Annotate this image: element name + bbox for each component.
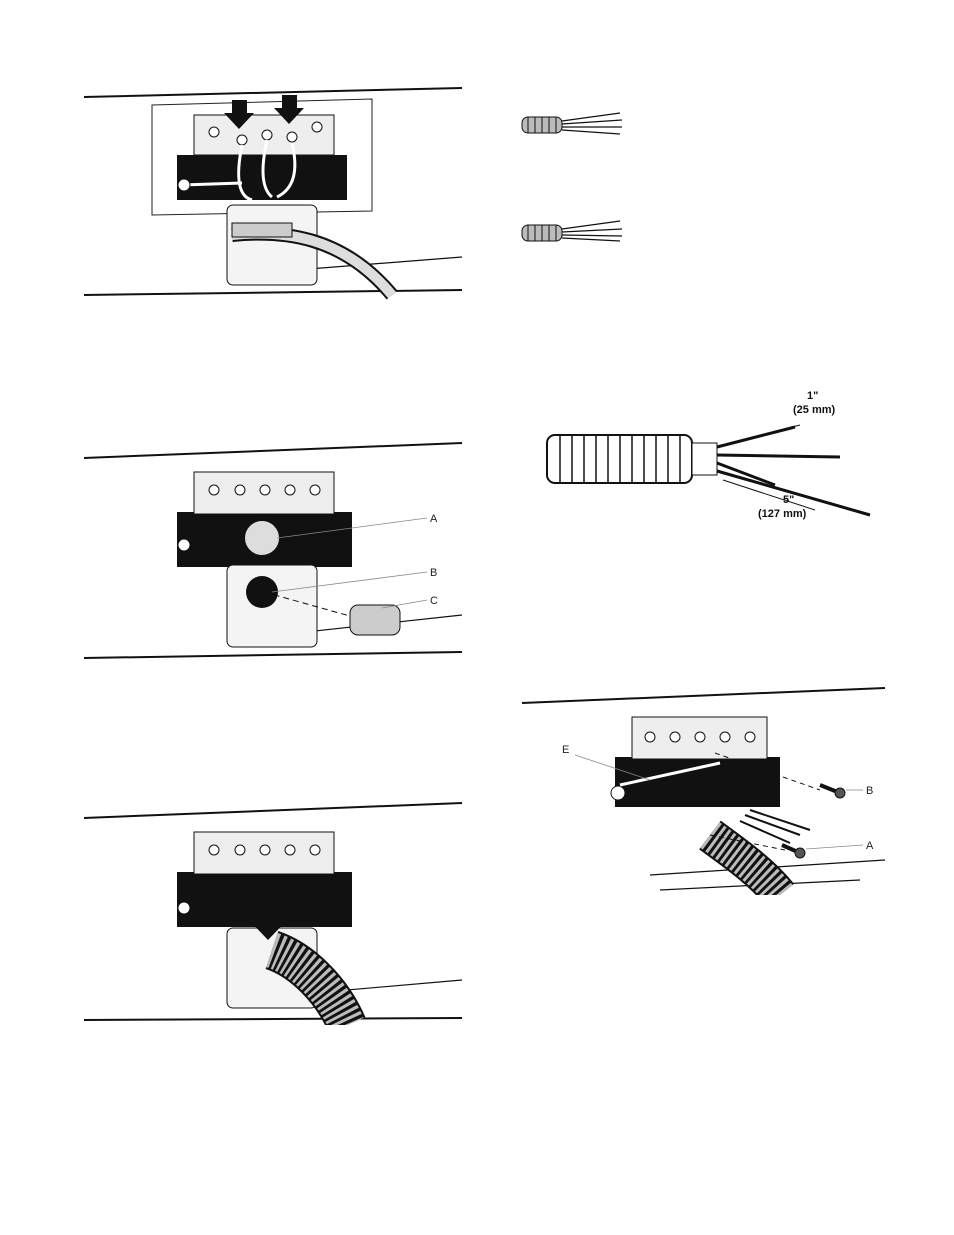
label-b: B [866, 785, 873, 797]
figure-conduit-install [82, 800, 467, 1025]
figure-strip-dimensions: 1" (25 mm) 5" (127 mm) [545, 385, 880, 545]
label-e: E [562, 744, 569, 756]
wire-end-lower [521, 220, 623, 242]
figure-terminal-block-wired [82, 85, 467, 300]
terminal-screws [208, 121, 323, 146]
dim-5-mm: (127 mm) [758, 508, 807, 520]
figure-wire-ends [520, 105, 630, 255]
strain-relief-nut [243, 519, 281, 557]
knockout-hole [246, 576, 278, 608]
label-b: B [430, 567, 437, 579]
screw-a-icon [781, 843, 806, 859]
conduit-connector [349, 604, 401, 636]
dim-1-in: 1" [807, 390, 818, 402]
dim-1-mm: (25 mm) [793, 404, 836, 416]
down-arrow-icon [224, 100, 254, 129]
label-a: A [866, 840, 874, 852]
dim-5-in: 5" [783, 494, 794, 506]
figure-strain-relief: A B C [82, 440, 467, 665]
figure-ground-screws: E B A [520, 685, 890, 895]
down-arrow-icon [244, 895, 292, 940]
label-c: C [430, 595, 438, 607]
wire-end-upper [521, 112, 623, 135]
label-a: A [430, 513, 438, 525]
screw-b-icon [819, 783, 846, 799]
down-arrow-icon [274, 95, 304, 124]
